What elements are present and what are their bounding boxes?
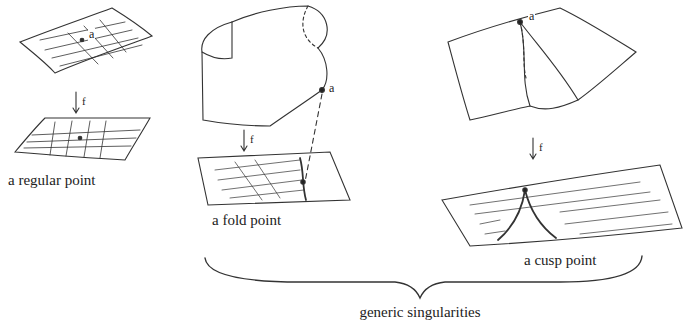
hatch [215, 160, 304, 200]
fold-point [320, 88, 325, 93]
point [80, 38, 84, 42]
sheet [448, 8, 636, 120]
sheet [442, 165, 682, 246]
sheet [198, 152, 350, 205]
fold-curve [300, 158, 306, 200]
point-label: a [528, 10, 535, 23]
point-label: a [328, 82, 335, 95]
map-label: f [250, 133, 254, 145]
fold-edge [303, 6, 318, 48]
sheet [20, 8, 152, 73]
sheet [232, 6, 327, 48]
point [523, 188, 527, 192]
point [301, 180, 305, 184]
grid [24, 121, 140, 158]
hatch [470, 182, 672, 234]
caption-label: a cusp point [524, 252, 597, 269]
sheet [202, 22, 232, 59]
point [78, 136, 82, 140]
map-arrow [530, 138, 536, 159]
projection-line [305, 94, 322, 182]
caption-label: a fold point [212, 212, 281, 229]
sheet [15, 118, 150, 160]
cusp-point [518, 20, 523, 25]
map-label: f [82, 95, 86, 107]
point-label: a [88, 28, 95, 41]
grid [40, 20, 142, 66]
pleat [520, 22, 578, 106]
sheet [202, 22, 327, 126]
caption-label: a regular point [8, 172, 95, 189]
pleat [520, 22, 526, 78]
map-arrow [73, 92, 79, 113]
group-label: generic singularities [359, 304, 480, 321]
cusp-curve [498, 190, 556, 240]
map-label: f [539, 141, 543, 153]
map-arrow [241, 130, 247, 151]
